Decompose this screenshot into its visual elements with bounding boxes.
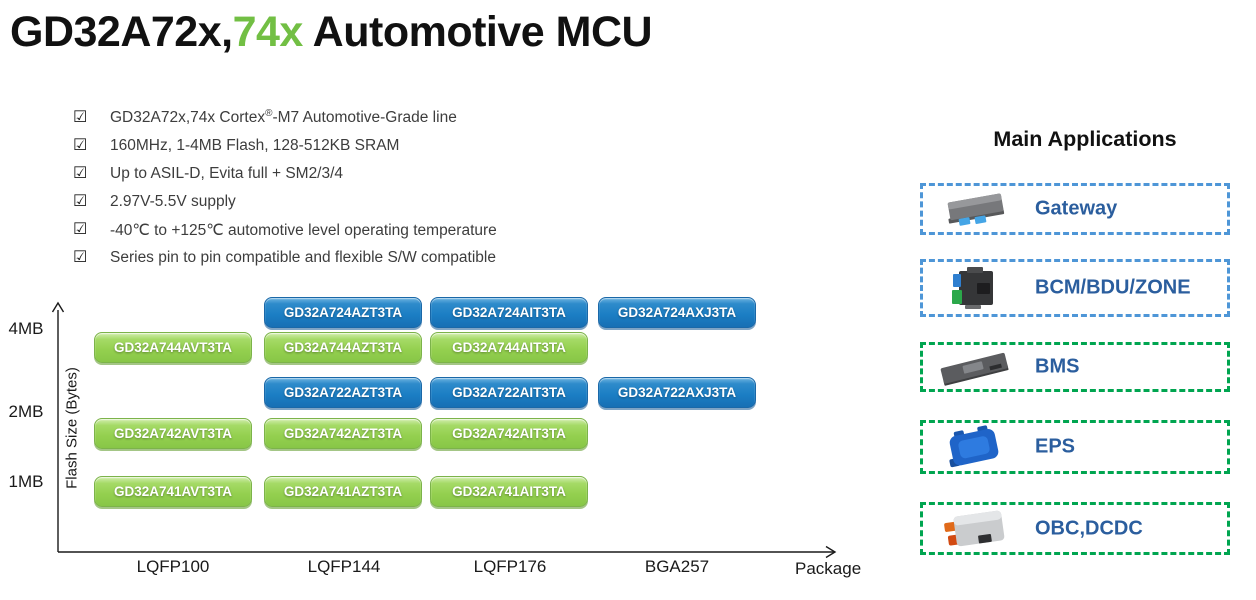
mcu-part-chip: GD32A741AVT3TA bbox=[94, 476, 252, 507]
application-label: OBC,DCDC bbox=[1035, 517, 1143, 539]
application-label: Gateway bbox=[1035, 197, 1118, 220]
feature-text: -40℃ to +125℃ automotive level operating… bbox=[110, 221, 497, 239]
x-tick-label: LQFP176 bbox=[473, 557, 547, 576]
feature-text: 160MHz, 1-4MB Flash, 128-512KB SRAM bbox=[110, 137, 400, 154]
mcu-part-chip: GD32A741AZT3TA bbox=[264, 476, 422, 507]
x-axis-label: Package bbox=[795, 559, 862, 578]
x-tick-label: LQFP144 bbox=[307, 557, 381, 576]
application-box-bms: BMS bbox=[920, 342, 1230, 392]
y-axis-label: Flash Size (Bytes) bbox=[63, 367, 81, 489]
applications-title: Main Applications bbox=[993, 127, 1177, 151]
feature-item: ☑ Up to ASIL-D, Evita full + SM2/3/4 bbox=[73, 160, 497, 188]
page-title-part2: Automotive MCU bbox=[302, 8, 653, 56]
x-tick-label: BGA257 bbox=[644, 557, 710, 576]
application-label: EPS bbox=[1035, 435, 1076, 458]
mcu-part-chip: GD32A744AIT3TA bbox=[430, 332, 588, 363]
page-title-highlight: 74x bbox=[232, 8, 304, 56]
application-box-eps: EPS bbox=[920, 420, 1230, 474]
page-title-part1: GD32A72x, bbox=[10, 8, 233, 56]
y-tick-label: 4MB bbox=[8, 319, 44, 338]
checked-checkbox-icon: ☑ bbox=[73, 109, 88, 126]
feature-item: ☑ 160MHz, 1-4MB Flash, 128-512KB SRAM bbox=[73, 132, 497, 160]
checked-checkbox-icon: ☑ bbox=[73, 221, 88, 238]
mcu-part-chip: GD32A724AZT3TA bbox=[264, 297, 422, 328]
obc-device-image bbox=[933, 506, 1017, 552]
bms-device-image bbox=[933, 344, 1017, 390]
application-box-obc-dcdc: OBC,DCDC bbox=[920, 502, 1230, 555]
page-title: GD32A72x,74x Automotive MCU bbox=[10, 8, 653, 57]
application-box-gateway: Gateway bbox=[920, 183, 1230, 235]
y-axis-arrow-icon bbox=[51, 301, 65, 313]
mcu-part-chip: GD32A722AIT3TA bbox=[430, 377, 588, 408]
x-tick-label: LQFP100 bbox=[136, 557, 210, 576]
y-tick-label: 2MB bbox=[8, 402, 44, 421]
mcu-part-chip: GD32A744AVT3TA bbox=[94, 332, 252, 363]
checked-checkbox-icon: ☑ bbox=[73, 249, 88, 266]
mcu-part-chip: GD32A744AZT3TA bbox=[264, 332, 422, 363]
gateway-device-image bbox=[933, 186, 1017, 232]
mcu-part-chip: GD32A742AZT3TA bbox=[264, 418, 422, 449]
mcu-part-chip: GD32A722AXJ3TA bbox=[598, 377, 756, 408]
feature-text: 2.97V-5.5V supply bbox=[110, 193, 236, 210]
feature-text: GD32A72x,74x Cortex®-M7 Automotive-Grade… bbox=[110, 108, 457, 127]
feature-list: ☑ GD32A72x,74x Cortex®-M7 Automotive-Grad… bbox=[73, 104, 497, 272]
feature-text: Up to ASIL-D, Evita full + SM2/3/4 bbox=[110, 165, 344, 182]
application-box-bcm-bdu-zone: BCM/BDU/ZONE bbox=[920, 259, 1230, 317]
application-label: BCM/BDU/ZONE bbox=[1035, 276, 1191, 299]
checked-checkbox-icon: ☑ bbox=[73, 137, 88, 154]
eps-device-image bbox=[933, 424, 1017, 470]
feature-item: ☑ Series pin to pin compatible and flexib… bbox=[73, 244, 497, 272]
feature-text: Series pin to pin compatible and flexibl… bbox=[110, 249, 496, 266]
feature-item: ☑ -40℃ to +125℃ automotive level operatin… bbox=[73, 216, 497, 244]
x-axis-arrow-icon bbox=[825, 545, 837, 559]
checked-checkbox-icon: ☑ bbox=[73, 193, 88, 210]
mcu-part-chip: GD32A724AIT3TA bbox=[430, 297, 588, 328]
checked-checkbox-icon: ☑ bbox=[73, 165, 88, 182]
mcu-part-chip: GD32A741AIT3TA bbox=[430, 476, 588, 507]
y-tick-label: 1MB bbox=[8, 472, 44, 491]
bcm-device-image bbox=[933, 265, 1017, 311]
feature-item: ☑ 2.97V-5.5V supply bbox=[73, 188, 497, 216]
application-label: BMS bbox=[1035, 355, 1080, 378]
mcu-part-chip: GD32A724AXJ3TA bbox=[598, 297, 756, 328]
mcu-part-chip: GD32A742AVT3TA bbox=[94, 418, 252, 449]
mcu-part-chip: GD32A742AIT3TA bbox=[430, 418, 588, 449]
mcu-part-chip: GD32A722AZT3TA bbox=[264, 377, 422, 408]
feature-item: ☑ GD32A72x,74x Cortex®-M7 Automotive-Grad… bbox=[73, 104, 497, 132]
